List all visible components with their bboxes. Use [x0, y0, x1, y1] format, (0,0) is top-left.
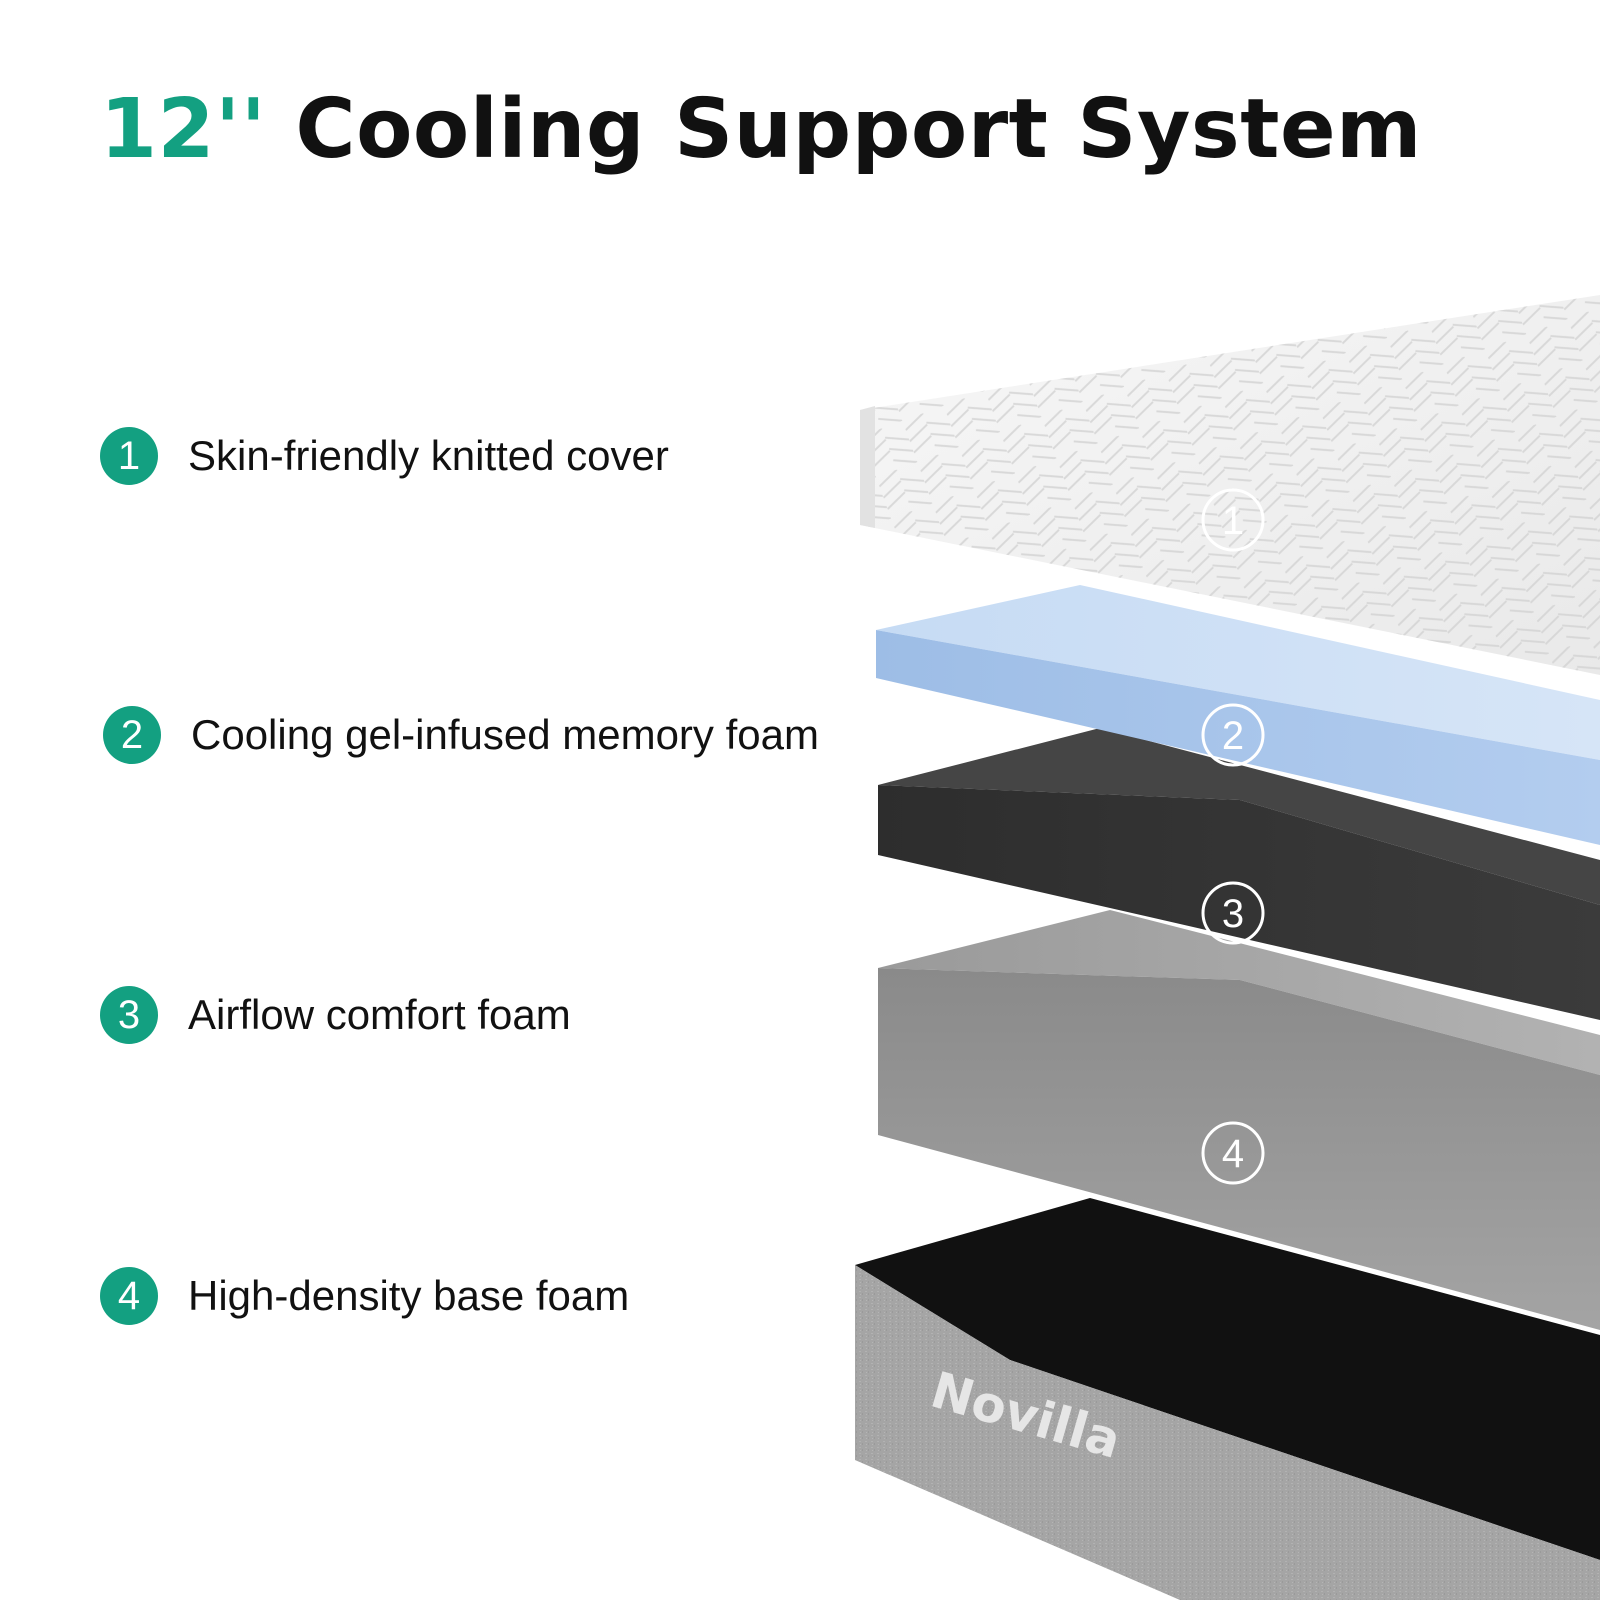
dark-foam-side	[878, 785, 1600, 1020]
legend-badge-2: 2	[103, 706, 161, 764]
base-cover-side	[855, 1265, 1600, 1600]
dark-foam-top	[878, 728, 1600, 905]
layer-marker-1: 1	[1201, 488, 1265, 552]
layer-marker-2-number: 2	[1222, 714, 1244, 758]
layer-marker-1-number: 1	[1222, 499, 1244, 543]
legend-label-2: Cooling gel-infused memory foam	[191, 711, 819, 758]
title-text: Cooling Support System	[295, 82, 1422, 177]
base-cover-inner-dark	[855, 1198, 1600, 1560]
comfort-foam-top	[878, 910, 1600, 1075]
legend-badge-4: 4	[100, 1267, 158, 1325]
legend-label-4: High-density base foam	[188, 1272, 630, 1319]
layer-base-foam: Novilla	[855, 1198, 1600, 1600]
gel-foam-side	[876, 630, 1600, 845]
layer-gel-foam	[876, 585, 1600, 845]
layer-dark-foam	[878, 728, 1600, 1020]
legend-item-1: 1 Skin-friendly knitted cover	[100, 426, 669, 486]
legend-item-2: 2 Cooling gel-infused memory foam	[103, 705, 819, 765]
layer-knitted-cover	[860, 295, 1600, 675]
layer-comfort-foam	[878, 910, 1600, 1330]
layer-marker-3: 3	[1201, 881, 1265, 945]
legend-badge-1: 1	[100, 427, 158, 485]
layer-marker-4: 4	[1201, 1121, 1265, 1185]
layer-marker-2: 2	[1201, 703, 1265, 767]
layer-marker-3-number: 3	[1222, 892, 1244, 936]
legend-label-1: Skin-friendly knitted cover	[188, 432, 669, 479]
legend-badge-3: 3	[100, 986, 158, 1044]
page-title: 12'' Cooling Support System	[100, 82, 1422, 177]
gel-foam-top	[876, 585, 1600, 760]
layer-marker-4-number: 4	[1222, 1132, 1244, 1176]
legend-label-3: Airflow comfort foam	[188, 991, 571, 1038]
legend-item-3: 3 Airflow comfort foam	[100, 985, 571, 1045]
title-size: 12''	[100, 82, 267, 177]
legend-item-4: 4 High-density base foam	[100, 1266, 629, 1326]
comfort-foam-side	[878, 968, 1600, 1330]
